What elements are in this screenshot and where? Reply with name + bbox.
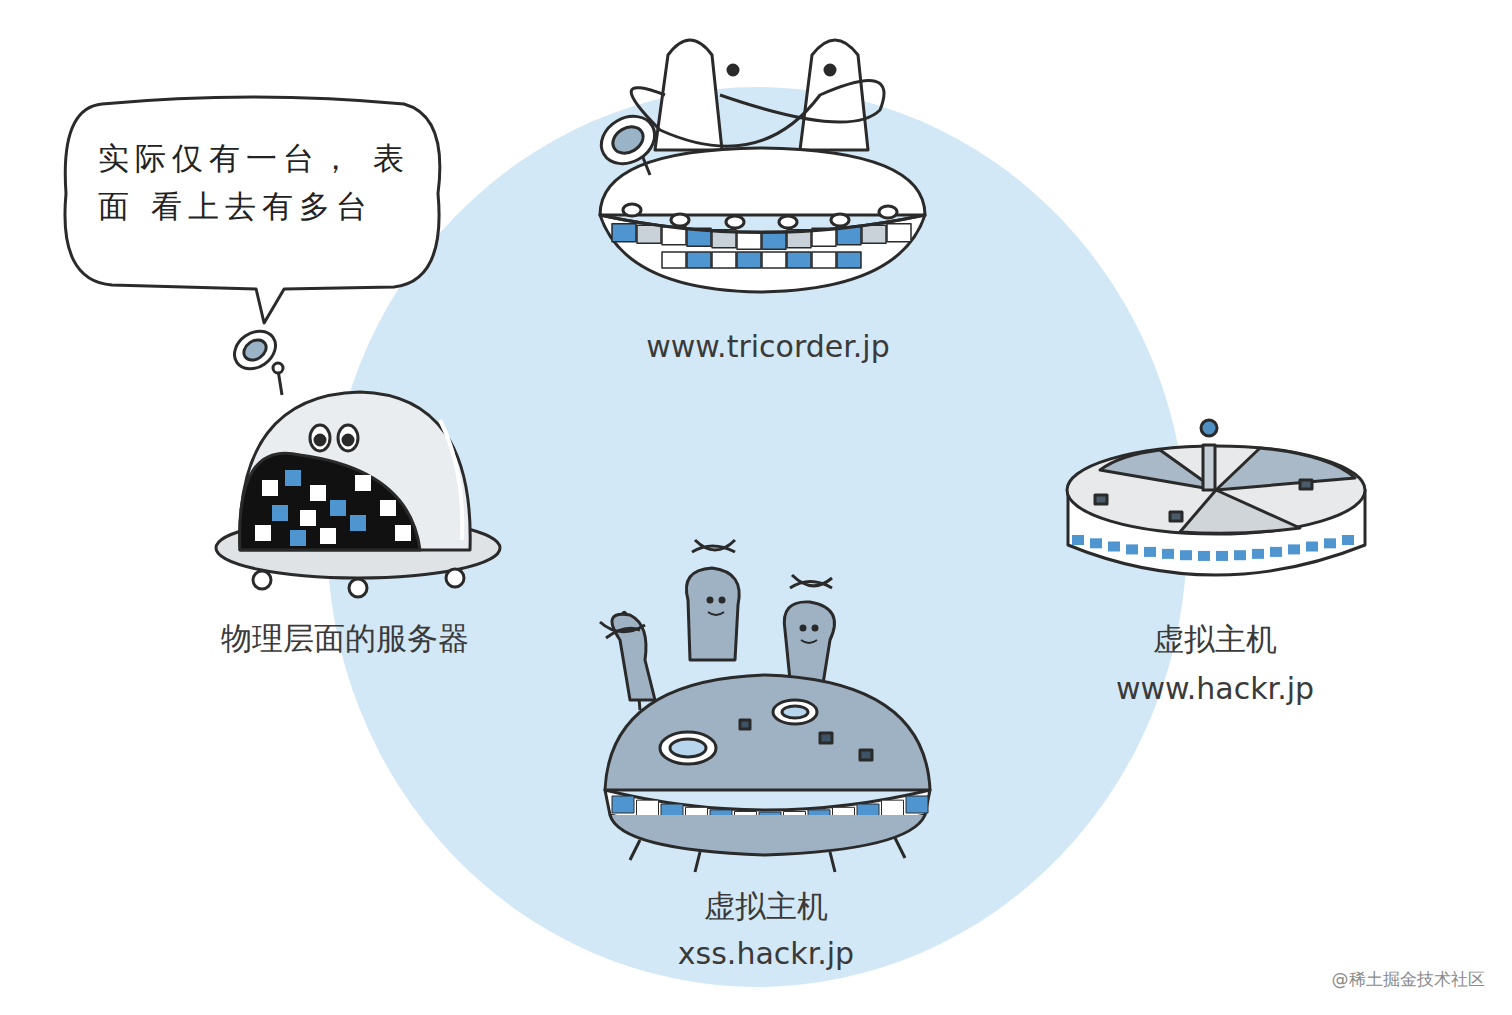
watermark: @稀土掘金技术社区 xyxy=(1332,970,1485,990)
speech-bubble: 实际仅有一台， 表面 看上去有多台 xyxy=(62,96,444,291)
host-name: www.hackr.jp xyxy=(1116,672,1314,707)
host-name: xss.hackr.jp xyxy=(678,937,854,972)
vhost-label: 虚拟主机 xyxy=(704,889,828,925)
bubble-text: 实际仅有一台， 表面 看上去有多台 xyxy=(62,96,444,260)
server-label: 物理层面的服务器 xyxy=(221,621,469,657)
host-name: www.tricorder.jp xyxy=(646,330,889,365)
vhost-label: 虚拟主机 xyxy=(1153,622,1277,658)
